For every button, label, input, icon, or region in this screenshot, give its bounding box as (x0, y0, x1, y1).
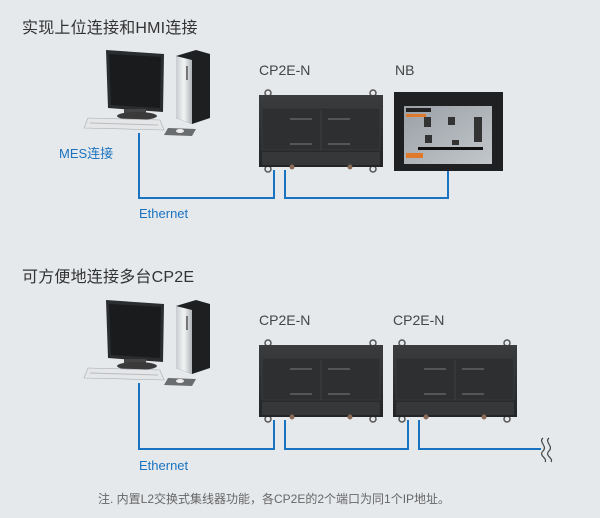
section2-heading: 可方便地连接多台CP2E (22, 269, 195, 286)
ethernet-lines-2 (138, 383, 541, 450)
ethernet-label-2: Ethernet (139, 458, 189, 473)
plc1-to-plc2-cable (284, 420, 409, 450)
footnote: 注. 内置L2交换式集线器功能，各CP2E的2个端口为同1个IP地址。 (98, 492, 451, 506)
plc2-to-next-cable (418, 420, 541, 450)
ethernet-lines-1 (138, 133, 449, 199)
continuation-break-icon (540, 437, 553, 463)
plc-device-2 (393, 339, 517, 423)
pc-icon (83, 50, 210, 136)
plc-label: CP2E-N (259, 62, 311, 78)
plc2-label: CP2E-N (393, 312, 445, 328)
plc-to-hmi-cable (284, 170, 449, 199)
pc-to-plc-cable (138, 133, 275, 199)
pc-to-plc1-cable (138, 383, 275, 450)
hmi-label: NB (395, 62, 415, 78)
plc-device-1 (259, 339, 383, 423)
ethernet-label-1: Ethernet (139, 206, 189, 221)
mes-label: MES连接 (59, 146, 114, 161)
section1-heading: 实现上位连接和HMI连接 (22, 20, 198, 37)
plc1-label: CP2E-N (259, 312, 311, 328)
pc-icon-2 (83, 300, 210, 386)
hmi-device (394, 92, 503, 171)
plc-device (259, 89, 383, 173)
